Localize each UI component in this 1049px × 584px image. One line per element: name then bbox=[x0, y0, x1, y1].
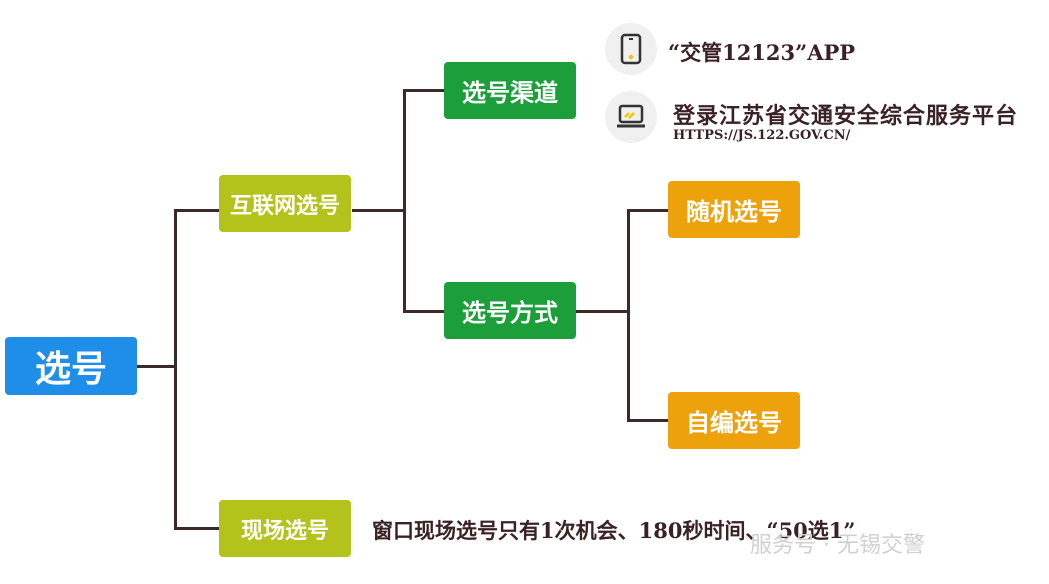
phone-icon bbox=[605, 23, 657, 75]
connector bbox=[352, 209, 405, 212]
method-node: 选号方式 bbox=[444, 282, 576, 339]
custom-node: 自编选号 bbox=[668, 392, 800, 449]
channel-app: “交管12123”APP bbox=[668, 40, 856, 65]
watermark: 服务号 · 无锡交警 bbox=[750, 533, 925, 558]
connector bbox=[627, 419, 668, 422]
channel-node: 选号渠道 bbox=[444, 62, 576, 119]
connector bbox=[627, 209, 668, 212]
connector bbox=[576, 310, 629, 313]
connector bbox=[137, 365, 176, 368]
connector bbox=[174, 209, 219, 212]
onsite-note: 窗口现场选号只有1次机会、180秒时间、“50选1” bbox=[372, 518, 856, 543]
channel-web-url[interactable]: HTTPS://JS.122.GOV.CN/ bbox=[673, 128, 851, 143]
laptop-icon bbox=[605, 91, 657, 143]
internet-node: 互联网选号 bbox=[219, 175, 351, 232]
channel-web: 登录江苏省交通安全综合服务平台 bbox=[673, 103, 1019, 129]
connector bbox=[174, 209, 177, 530]
connector bbox=[403, 89, 444, 92]
connector bbox=[627, 209, 630, 422]
root-node: 选号 bbox=[5, 337, 137, 395]
connector bbox=[174, 527, 219, 530]
connector bbox=[403, 89, 406, 313]
onsite-node: 现场选号 bbox=[219, 500, 351, 557]
connector bbox=[403, 310, 444, 313]
random-node: 随机选号 bbox=[668, 181, 800, 238]
